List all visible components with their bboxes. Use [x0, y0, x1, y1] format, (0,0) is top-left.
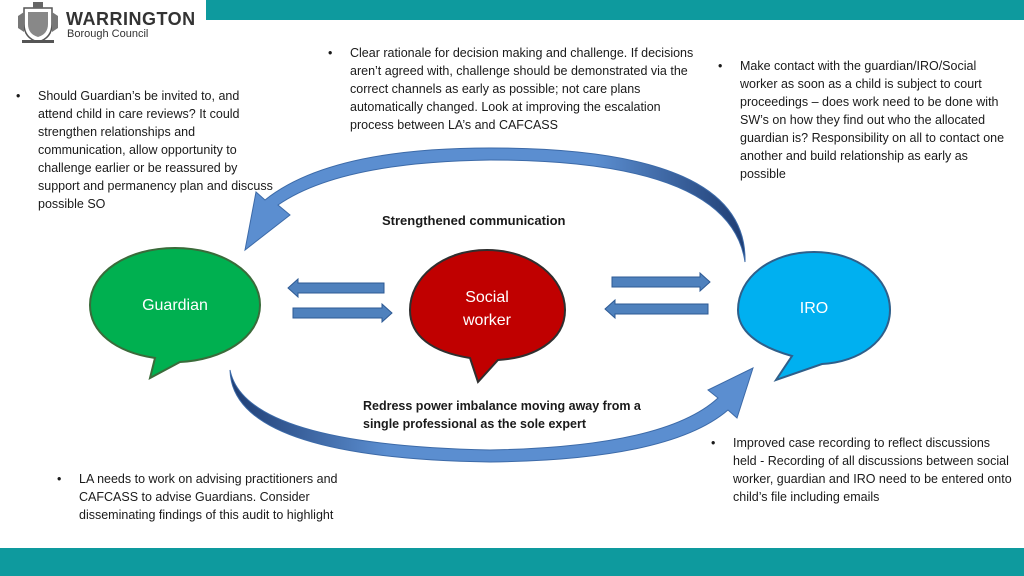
arrow-to-social-worker: [292, 302, 393, 324]
social-worker-bubble: [408, 248, 567, 384]
bullet-marker: •: [16, 89, 21, 103]
iro-label: IRO: [799, 300, 829, 317]
bullet-marker: •: [328, 46, 333, 60]
bullet-marker: •: [57, 472, 62, 486]
arrow-to-guardian: [287, 277, 385, 299]
bottom-banner: [0, 548, 1024, 576]
bullet-la-advising: • LA needs to work on advising practitio…: [57, 470, 371, 524]
bullet-marker: •: [718, 59, 723, 73]
org-subtitle: Borough Council: [67, 28, 149, 40]
arrow-from-iro: [604, 298, 709, 320]
social-worker-label-line1: Social: [465, 289, 509, 306]
bullet-text: Clear rationale for decision making and …: [350, 46, 694, 132]
bullet-text: Make contact with the guardian/IRO/Socia…: [740, 59, 1005, 181]
bullet-decision-rationale: • Clear rationale for decision making an…: [328, 44, 695, 134]
bullet-text: Improved case recording to reflect discu…: [733, 436, 1012, 504]
council-logo: WARRINGTON Borough Council: [0, 0, 206, 46]
top-curved-arrow: [244, 147, 746, 263]
caption-strengthened-communication: Strengthened communication: [382, 213, 566, 228]
bullet-guardian-reviews: • Should Guardian’s be invited to, and a…: [16, 87, 274, 213]
caption-redress-power: Redress power imbalance moving away from…: [363, 399, 641, 431]
social-worker-label: Social worker: [437, 286, 537, 332]
bullet-text: Should Guardian’s be invited to, and att…: [38, 89, 273, 211]
iro-bubble: [736, 250, 892, 382]
bullet-text: LA needs to work on advising practitione…: [79, 472, 338, 522]
social-worker-label-line2: worker: [462, 312, 511, 329]
guardian-label: Guardian: [142, 297, 208, 314]
org-name: WARRINGTON: [66, 9, 196, 29]
arrow-to-iro: [611, 271, 711, 293]
crest-icon: [18, 2, 58, 43]
bottom-curved-arrow: [229, 367, 754, 463]
bullet-case-recording: • Improved case recording to reflect dis…: [711, 434, 1013, 506]
guardian-bubble: [88, 246, 262, 380]
bullet-marker: •: [711, 436, 716, 450]
top-banner: [0, 0, 1024, 20]
bullet-make-contact: • Make contact with the guardian/IRO/Soc…: [718, 57, 1010, 183]
